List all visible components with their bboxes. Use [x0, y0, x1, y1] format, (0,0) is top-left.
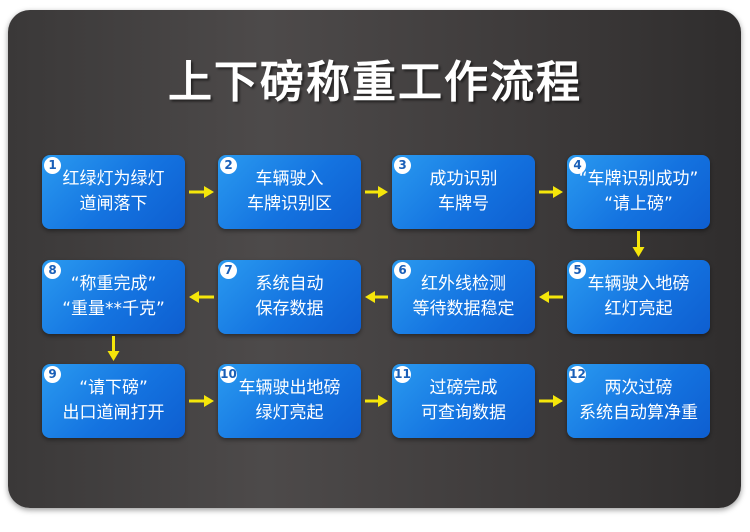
step-number-badge: 5 [569, 262, 586, 279]
step-text: 红灯亮起 [604, 299, 673, 319]
step-text: 车辆驶出地磅 [238, 378, 341, 398]
step-text: 系统自动算净重 [579, 403, 698, 423]
step-box-4: 4“车牌识别成功” “请上磅” [567, 155, 710, 229]
arrow-icon [189, 291, 214, 303]
step-text: 等待数据稳定 [412, 299, 515, 319]
step-text: 保存数据 [255, 299, 324, 319]
step-number-badge: 10 [220, 366, 237, 383]
step-text: 可查询数据 [421, 403, 506, 423]
page-title: 上下磅称重工作流程 [168, 57, 582, 108]
step-text: “请上磅” [604, 194, 673, 214]
step-number-badge: 3 [394, 157, 411, 174]
arrow-icon [189, 395, 214, 407]
arrow-icon [365, 395, 388, 407]
step-text: 车牌号 [438, 194, 489, 214]
step-number-badge: 12 [569, 366, 586, 383]
step-box-7: 7 系统自动保存数据 [218, 260, 361, 334]
arrow-icon [539, 291, 563, 303]
step-text: “称重完成” [70, 274, 157, 294]
step-text: 系统自动 [255, 274, 324, 294]
step-text: 道闸落下 [79, 194, 148, 214]
step-text: 红外线检测 [421, 274, 506, 294]
step-text: “车牌识别成功” [578, 169, 699, 189]
step-number-badge: 6 [394, 262, 411, 279]
step-text: 成功识别 [429, 169, 498, 189]
arrow-icon [539, 186, 563, 198]
step-number-badge: 7 [220, 262, 237, 279]
step-text: 车辆驶入 [255, 169, 324, 189]
arrow-icon [107, 336, 120, 361]
step-box-3: 3 成功识别车牌号 [392, 155, 535, 229]
step-text: 绿灯亮起 [255, 403, 324, 423]
step-text: “重量**千克” [62, 299, 165, 319]
step-number-badge: 1 [44, 157, 61, 174]
step-box-11: 11 过磅完成可查询数据 [392, 364, 535, 438]
step-text: 车辆驶入地磅 [587, 274, 690, 294]
step-text: 红绿灯为绿灯 [62, 169, 165, 189]
step-text: 车牌识别区 [247, 194, 332, 214]
arrow-icon [365, 186, 388, 198]
step-text: 两次过磅 [604, 378, 673, 398]
step-box-2: 2 车辆驶入车牌识别区 [218, 155, 361, 229]
step-number-badge: 9 [44, 366, 61, 383]
step-number-badge: 8 [44, 262, 61, 279]
step-number-badge: 2 [220, 157, 237, 174]
step-number-badge: 11 [394, 366, 411, 383]
arrow-icon [632, 231, 645, 257]
step-text: 过磅完成 [429, 378, 498, 398]
step-box-8: 8 “称重完成” “重量**千克” [42, 260, 185, 334]
step-text: 出口道闸打开 [62, 403, 165, 423]
arrow-icon [539, 395, 563, 407]
arrow-icon [189, 186, 214, 198]
step-box-12: 12 两次过磅系统自动算净重 [567, 364, 710, 438]
step-box-6: 6 红外线检测等待数据稳定 [392, 260, 535, 334]
step-text: “请下磅” [79, 378, 148, 398]
arrow-icon [365, 291, 388, 303]
step-box-9: 9 “请下磅” 出口道闸打开 [42, 364, 185, 438]
step-number-badge: 4 [569, 157, 586, 174]
